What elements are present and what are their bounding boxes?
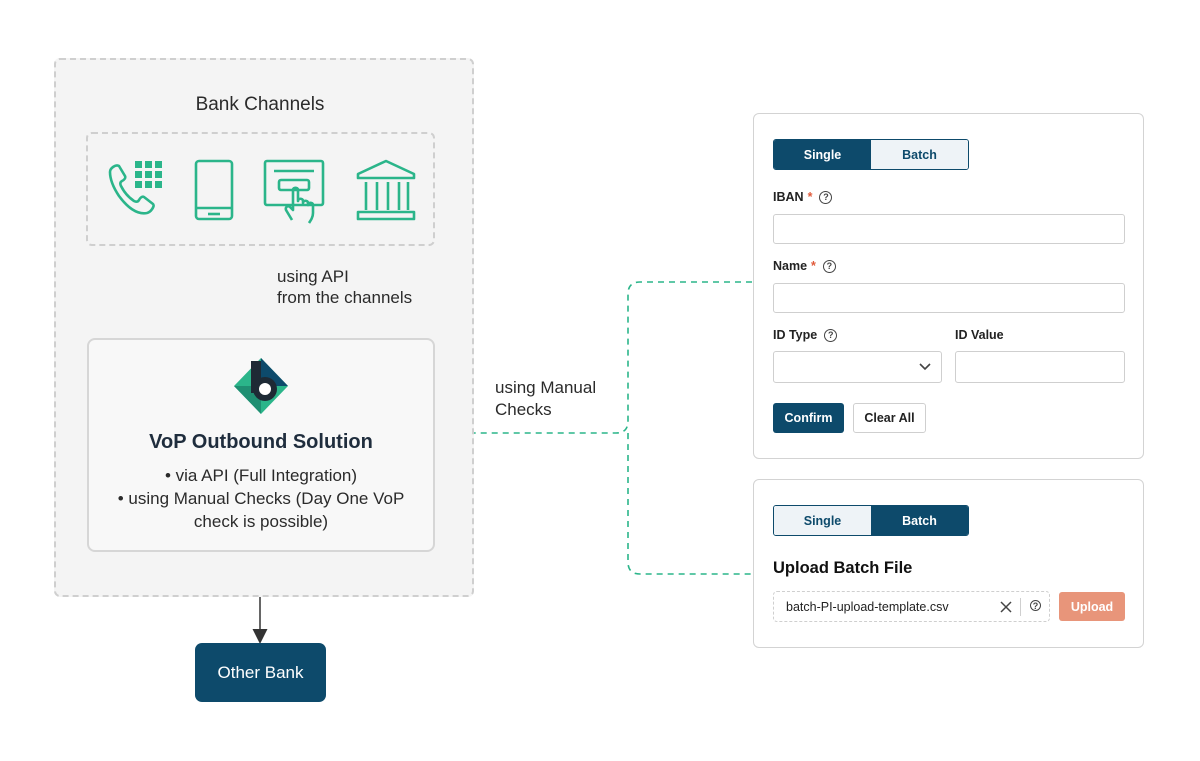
api-note-line2: from the channels bbox=[277, 288, 413, 307]
company-logo-icon bbox=[234, 358, 288, 414]
phone-keypad-icon bbox=[108, 161, 162, 215]
help-icon[interactable]: ? bbox=[819, 190, 833, 204]
file-name: batch-PI-upload-template.csv bbox=[786, 600, 949, 614]
api-connection-note: using API from the channels bbox=[277, 266, 412, 308]
tab-batch[interactable]: Batch bbox=[871, 140, 968, 169]
divider bbox=[1020, 598, 1021, 616]
clear-all-button[interactable]: Clear All bbox=[853, 403, 926, 433]
mobile-icon bbox=[194, 159, 234, 221]
required-marker: * bbox=[811, 259, 816, 273]
tab-batch[interactable]: Batch bbox=[871, 506, 968, 535]
api-note-line1: using API bbox=[277, 267, 349, 286]
file-field[interactable]: batch-PI-upload-template.csv ? bbox=[773, 591, 1050, 622]
chevron-down-icon bbox=[919, 363, 931, 371]
manual-note-line2: Checks bbox=[495, 400, 552, 419]
mode-toggle-batch-form: Single Batch bbox=[773, 505, 969, 536]
required-marker: * bbox=[807, 190, 813, 204]
close-icon[interactable] bbox=[1000, 601, 1012, 613]
manual-checks-note: using Manual Checks bbox=[495, 377, 596, 421]
id-type-label: ID Type bbox=[773, 328, 818, 342]
tab-single[interactable]: Single bbox=[774, 140, 871, 169]
solution-bullet: • via API (Full Integration) bbox=[164, 466, 358, 485]
name-label: Name bbox=[773, 259, 808, 273]
atm-touch-icon bbox=[263, 159, 325, 224]
solution-bullets: • via API (Full Integration) • using Man… bbox=[87, 464, 435, 533]
solution-bullet: check is possible) bbox=[193, 512, 329, 531]
id-type-select[interactable] bbox=[773, 351, 942, 383]
bank-building-icon bbox=[356, 159, 416, 221]
iban-label: IBAN bbox=[773, 190, 804, 204]
other-bank-node: Other Bank bbox=[195, 643, 326, 702]
tab-single[interactable]: Single bbox=[774, 506, 871, 535]
manual-note-line1: using Manual bbox=[495, 378, 597, 397]
mode-toggle-single-form: Single Batch bbox=[773, 139, 969, 170]
confirm-button[interactable]: Confirm bbox=[773, 403, 844, 433]
name-input[interactable] bbox=[773, 283, 1125, 313]
id-value-label-row: ID Value bbox=[955, 328, 1004, 342]
solution-bullet: • using Manual Checks (Day One VoP bbox=[117, 489, 405, 508]
id-type-label-row: ID Type ? bbox=[773, 328, 838, 342]
upload-button[interactable]: Upload bbox=[1059, 592, 1125, 621]
manual-checks-link bbox=[438, 281, 752, 575]
upload-batch-title: Upload Batch File bbox=[773, 559, 913, 577]
bank-channels-title: Bank Channels bbox=[195, 94, 325, 115]
iban-label-row: IBAN * ? bbox=[773, 190, 833, 204]
name-label-row: Name * ? bbox=[773, 259, 836, 273]
id-value-input[interactable] bbox=[955, 351, 1125, 383]
help-icon[interactable]: ? bbox=[822, 259, 836, 273]
solution-title: VoP Outbound Solution bbox=[149, 431, 373, 453]
iban-input[interactable] bbox=[773, 214, 1125, 244]
help-icon[interactable]: ? bbox=[824, 328, 838, 342]
help-icon[interactable]: ? bbox=[1030, 600, 1041, 611]
id-value-label: ID Value bbox=[955, 328, 1004, 342]
